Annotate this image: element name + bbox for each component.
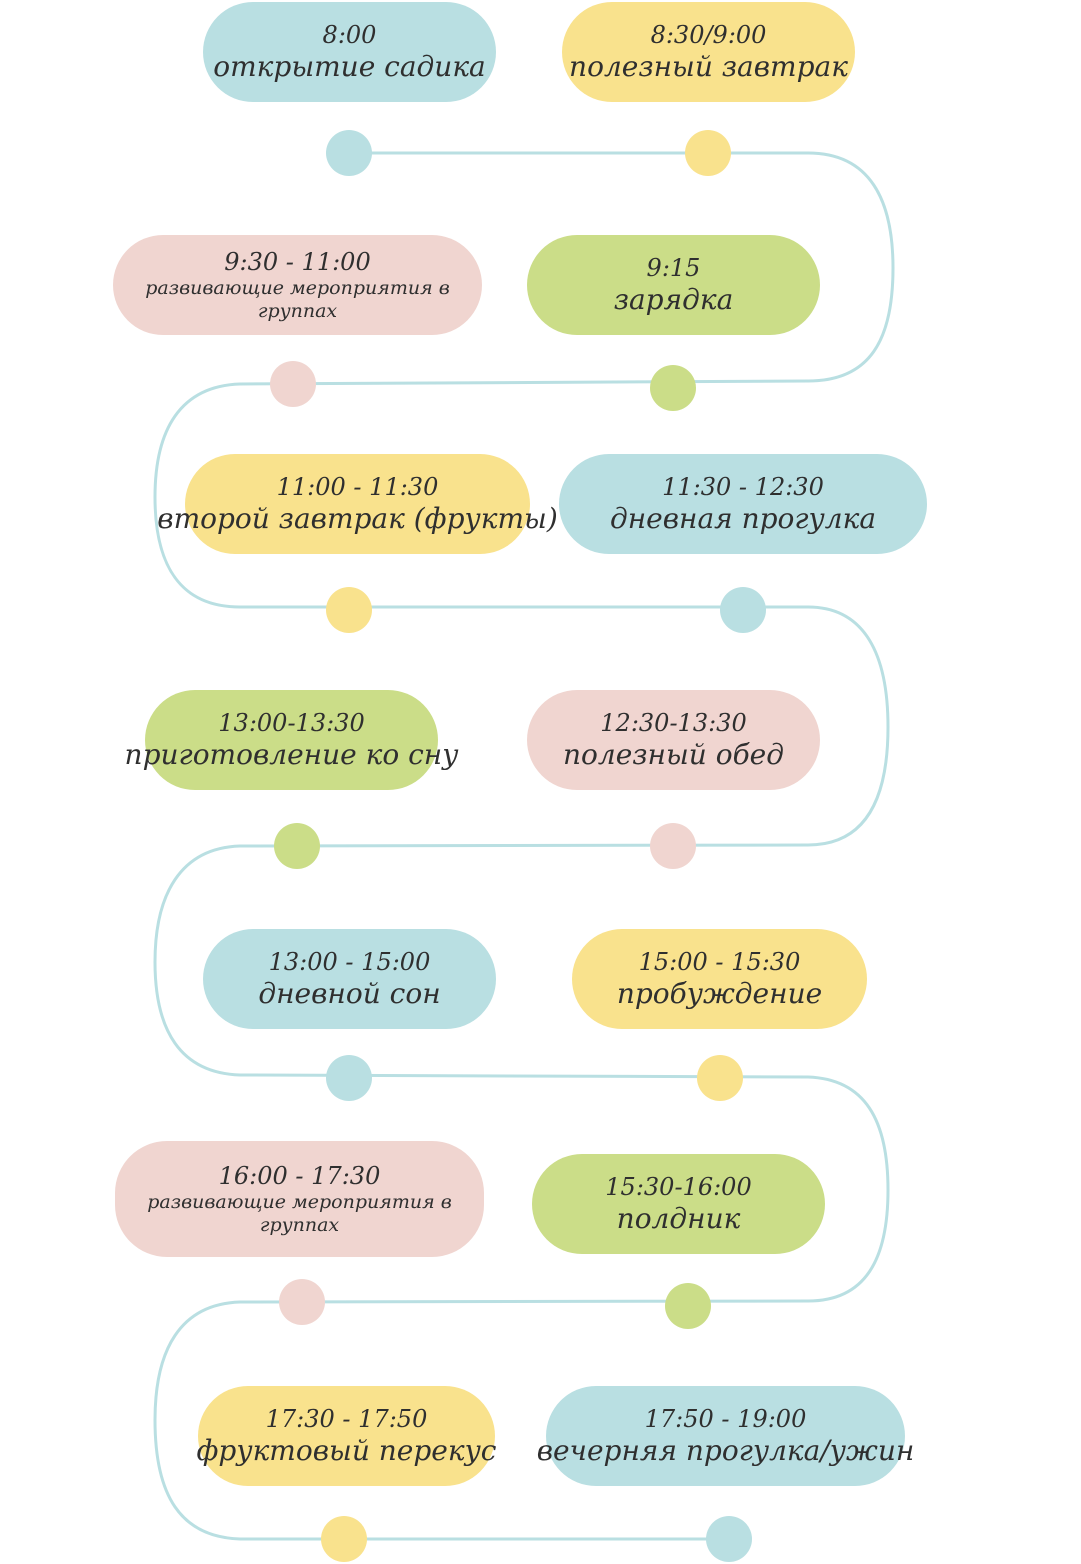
- event-time: 8:00: [322, 21, 377, 49]
- event-card: 17:50 - 19:00 вечерняя прогулка/ужин: [537, 1386, 914, 1486]
- timeline-dot: [706, 1516, 752, 1562]
- timeline-dot: [326, 1055, 372, 1101]
- event-title: полезный завтрак: [569, 50, 848, 83]
- event-card: 12:30-13:30 полезный обед: [527, 690, 820, 790]
- event-card: 15:00 - 15:30 пробуждение: [572, 929, 867, 1029]
- event-card: 9:30 - 11:00 развивающие мероприятия в г…: [113, 235, 482, 335]
- event-card: 9:15 зарядка: [527, 235, 820, 335]
- event-time: 13:00 - 15:00: [268, 948, 431, 976]
- event-title: дневная прогулка: [609, 502, 877, 535]
- event-card: 11:00 - 11:30 второй завтрак (фрукты): [157, 454, 558, 554]
- event-title: открытие садика: [213, 50, 486, 83]
- event-card: 13:00-13:30 приготовление ко сну: [125, 690, 458, 790]
- timeline-dot: [321, 1516, 367, 1562]
- event-time: 11:00 - 11:30: [276, 473, 439, 501]
- event-time: 8:30/9:00: [650, 21, 767, 49]
- event-time: 15:00 - 15:30: [638, 948, 801, 976]
- timeline-dot: [326, 587, 372, 633]
- timeline-dot: [685, 130, 731, 176]
- event-title: развивающие мероприятия в группах: [145, 277, 450, 322]
- event-time: 9:15: [646, 254, 701, 282]
- event-title: второй завтрак (фрукты): [157, 502, 558, 535]
- timeline-dot: [665, 1283, 711, 1329]
- timeline-dot: [274, 823, 320, 869]
- event-title: развивающие мероприятия в группах: [147, 1191, 452, 1236]
- event-time: 15:30-16:00: [605, 1173, 752, 1201]
- event-time: 17:30 - 17:50: [265, 1405, 428, 1433]
- event-card: 16:00 - 17:30 развивающие мероприятия в …: [115, 1141, 484, 1257]
- timeline-dot: [279, 1279, 325, 1325]
- event-title: фруктовый перекус: [196, 1434, 497, 1467]
- event-title: вечерняя прогулка/ужин: [536, 1434, 915, 1467]
- event-title: дневной сон: [258, 977, 441, 1010]
- timeline-dot: [650, 823, 696, 869]
- event-title: приготовление ко сну: [124, 738, 459, 771]
- timeline-dot: [270, 361, 316, 407]
- event-time: 11:30 - 12:30: [662, 473, 824, 501]
- event-time: 9:30 - 11:00: [224, 248, 371, 276]
- event-time: 13:00-13:30: [218, 709, 365, 737]
- event-card: 8:30/9:00 полезный завтрак: [562, 2, 855, 102]
- event-time: 17:50 - 19:00: [644, 1405, 807, 1433]
- timeline-dot: [697, 1055, 743, 1101]
- event-time: 12:30-13:30: [600, 709, 747, 737]
- event-title: полезный обед: [562, 738, 784, 771]
- event-time: 16:00 - 17:30: [218, 1162, 381, 1190]
- timeline-dot: [650, 365, 696, 411]
- event-card: 13:00 - 15:00 дневной сон: [203, 929, 496, 1029]
- event-title: полдник: [616, 1202, 741, 1235]
- timeline-dot: [326, 130, 372, 176]
- timeline-dot: [720, 587, 766, 633]
- event-card: 11:30 - 12:30 дневная прогулка: [559, 454, 927, 554]
- event-card: 17:30 - 17:50 фруктовый перекус: [196, 1386, 497, 1486]
- event-title: зарядка: [613, 283, 734, 316]
- event-title: пробуждение: [616, 977, 823, 1010]
- event-card: 8:00 открытие садика: [203, 2, 496, 102]
- event-card: 15:30-16:00 полдник: [532, 1154, 825, 1254]
